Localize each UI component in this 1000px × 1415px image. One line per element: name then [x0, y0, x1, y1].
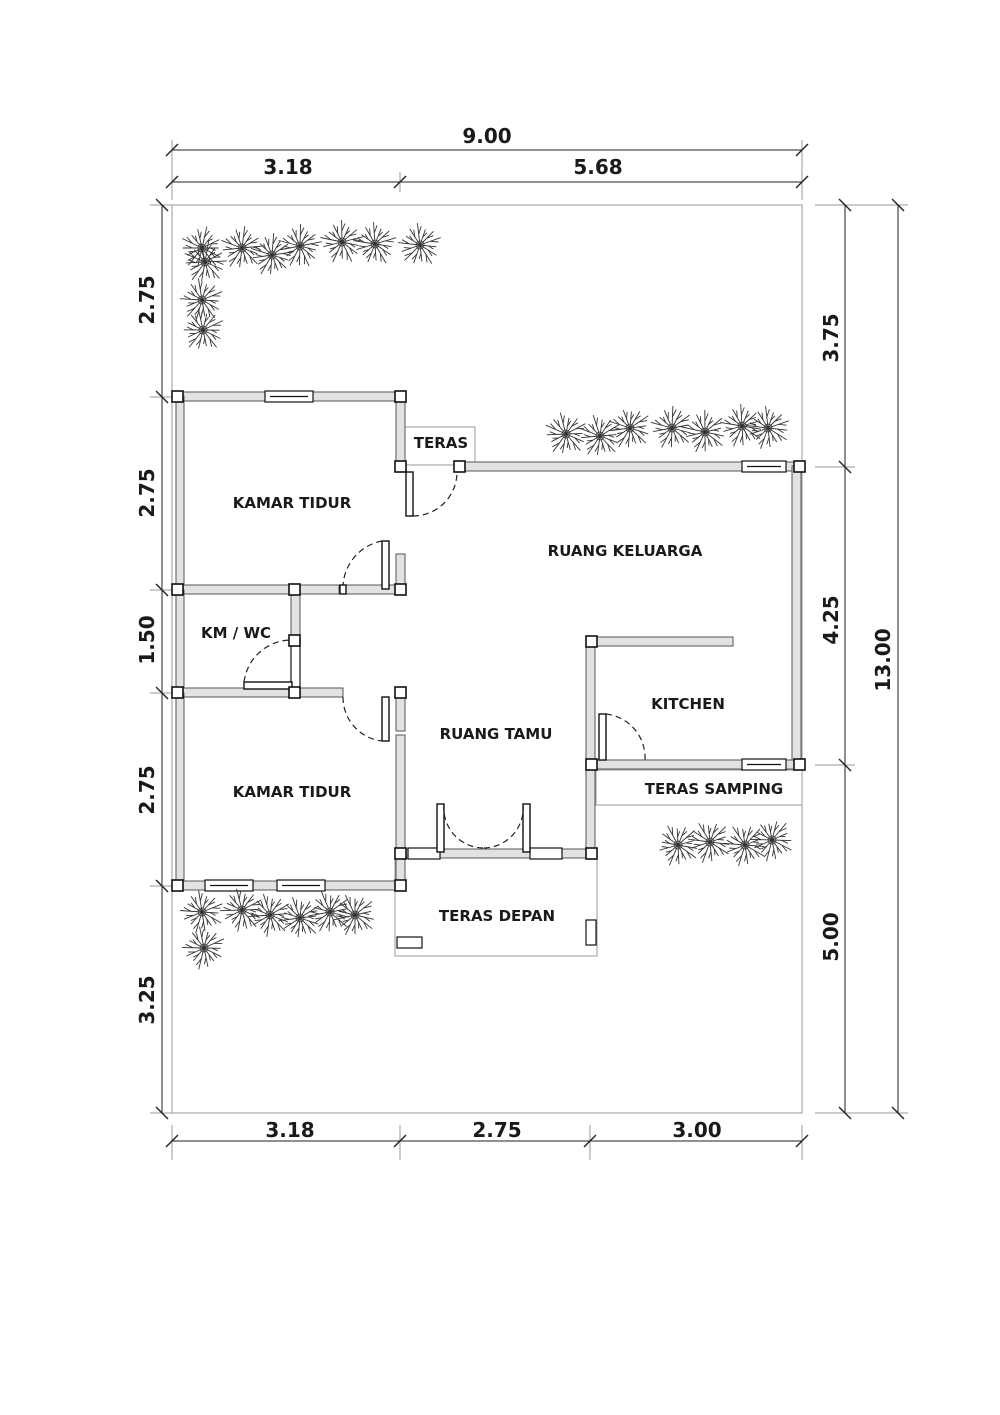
- plant-icon: [219, 888, 262, 932]
- plant-icon: [545, 412, 586, 453]
- plant-icon: [650, 405, 691, 448]
- room-label-teras-depan: TERAS DEPAN: [439, 907, 555, 925]
- plant-icon: [749, 821, 792, 862]
- room-label-kitchen: KITCHEN: [651, 695, 725, 713]
- bedroom-bottom-door-leaf: [381, 696, 390, 742]
- plant-icon: [278, 897, 319, 938]
- plant-icon: [181, 926, 225, 970]
- plant-icon: [683, 409, 724, 453]
- dim-right-total: 13.00: [871, 628, 895, 691]
- plant-icon: [746, 406, 789, 449]
- room-label-ruang-keluarga: RUANG KELUARGA: [548, 542, 703, 560]
- terrace-bench: [396, 936, 423, 949]
- plant-icon: [398, 223, 441, 264]
- doors: [243, 471, 646, 853]
- teras-door-leaf: [405, 471, 414, 517]
- dim-bottom-mid: 2.75: [472, 1118, 521, 1142]
- plant-icon: [579, 414, 620, 456]
- plant-icon: [179, 278, 223, 319]
- dim-left-3: 1.50: [135, 615, 159, 664]
- dim-left-4: 2.75: [135, 765, 159, 814]
- plant-icon: [184, 240, 228, 282]
- plant-icon: [353, 222, 397, 264]
- teras-door-swing: [412, 471, 458, 517]
- dim-bottom-right: 3.00: [672, 1118, 721, 1142]
- teras-samping-outline: [595, 769, 803, 806]
- dim-top-left: 3.18: [263, 155, 312, 179]
- dim-right-3: 5.00: [819, 912, 843, 961]
- kitchen-door-leaf: [598, 713, 607, 761]
- wc-door-leaf: [243, 681, 293, 690]
- room-label-km-wc: KM / WC: [201, 624, 271, 642]
- plant-icon: [659, 825, 698, 866]
- plant-icon: [688, 822, 730, 863]
- dimension-lines: [150, 140, 908, 1160]
- plant-icon: [180, 890, 223, 934]
- plant-icon: [320, 219, 364, 263]
- room-label-kamar-tidur-top: KAMAR TIDUR: [233, 494, 352, 512]
- plant-icon: [720, 403, 762, 447]
- plant-icon: [333, 895, 374, 935]
- dim-left-2: 2.75: [135, 468, 159, 517]
- room-label-teras: TERAS: [414, 434, 468, 452]
- kitchen-door-swing: [605, 713, 646, 761]
- columns: [171, 390, 806, 892]
- room-label-kamar-tidur-bottom: KAMAR TIDUR: [233, 783, 352, 801]
- dim-left-5: 3.25: [135, 975, 159, 1024]
- dim-left-1: 2.75: [135, 275, 159, 324]
- main-door-right-swing: [483, 803, 524, 849]
- bedroom-top-door-swing: [342, 540, 383, 591]
- bedroom-top-door-leaf: [381, 540, 390, 590]
- main-door-left-swing: [443, 803, 485, 849]
- main-door-left-leaf: [436, 803, 445, 853]
- dim-right-1: 3.75: [819, 313, 843, 362]
- plant-icon: [250, 233, 294, 275]
- plant-icon: [248, 893, 290, 937]
- terrace-planter: [585, 919, 597, 946]
- dim-top-right: 5.68: [573, 155, 622, 179]
- plant-icon: [278, 223, 322, 267]
- site-boundary: [171, 204, 803, 1114]
- bedroom-bottom-door-swing: [342, 696, 383, 742]
- main-door-right-leaf: [522, 803, 531, 853]
- plants: [179, 219, 792, 970]
- plant-icon: [221, 226, 264, 268]
- dim-bottom-left: 3.18: [265, 1118, 314, 1142]
- dim-top-total: 9.00: [462, 124, 511, 148]
- room-label-ruang-tamu: RUANG TAMU: [440, 725, 553, 743]
- plant-icon: [608, 409, 649, 448]
- plant-icon: [723, 826, 765, 867]
- room-label-teras-samping: TERAS SAMPING: [645, 780, 783, 798]
- plant-icon: [183, 308, 224, 349]
- dim-right-2: 4.25: [819, 595, 843, 644]
- wc-door-swing: [243, 639, 293, 683]
